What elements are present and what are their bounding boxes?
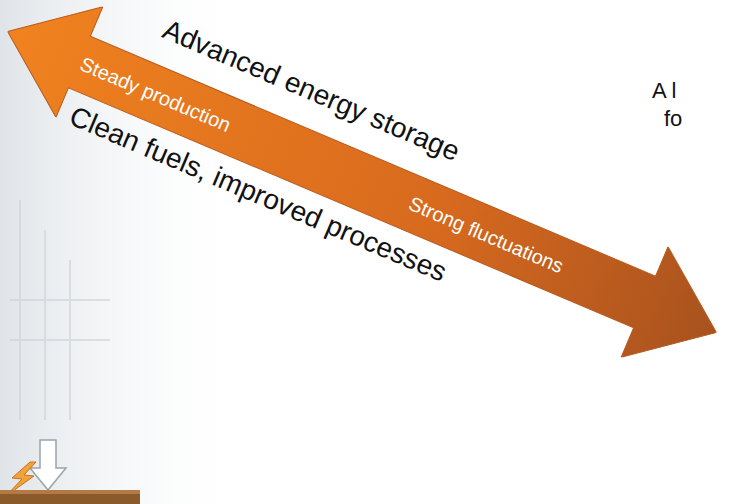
- faded-structures: [10, 200, 110, 420]
- cropped-text: fo: [664, 106, 682, 131]
- cropped-text: A l: [652, 78, 676, 103]
- arrow-outline: [0, 0, 730, 388]
- power-icon: [0, 440, 140, 504]
